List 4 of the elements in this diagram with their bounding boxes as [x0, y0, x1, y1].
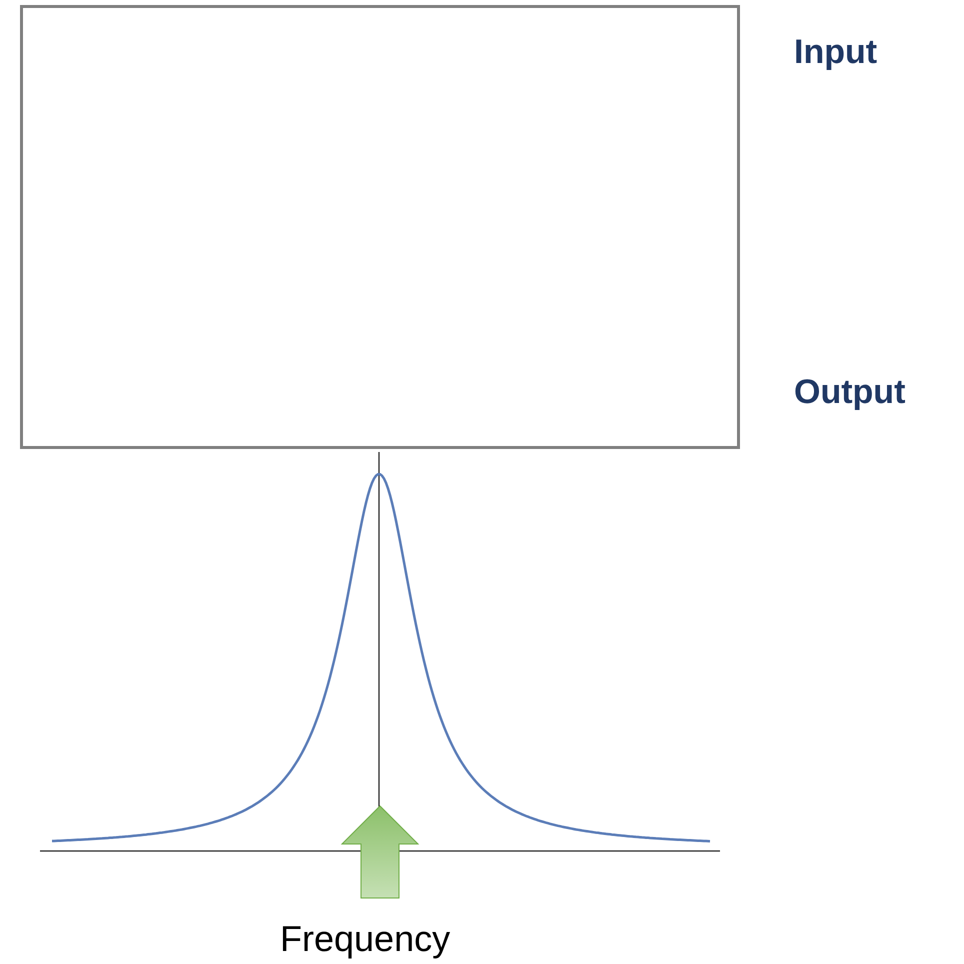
- port-label: Input: [794, 33, 878, 72]
- empty-box: [20, 5, 740, 449]
- port-label: Output: [794, 373, 906, 412]
- axis-label: Frequency: [280, 918, 450, 960]
